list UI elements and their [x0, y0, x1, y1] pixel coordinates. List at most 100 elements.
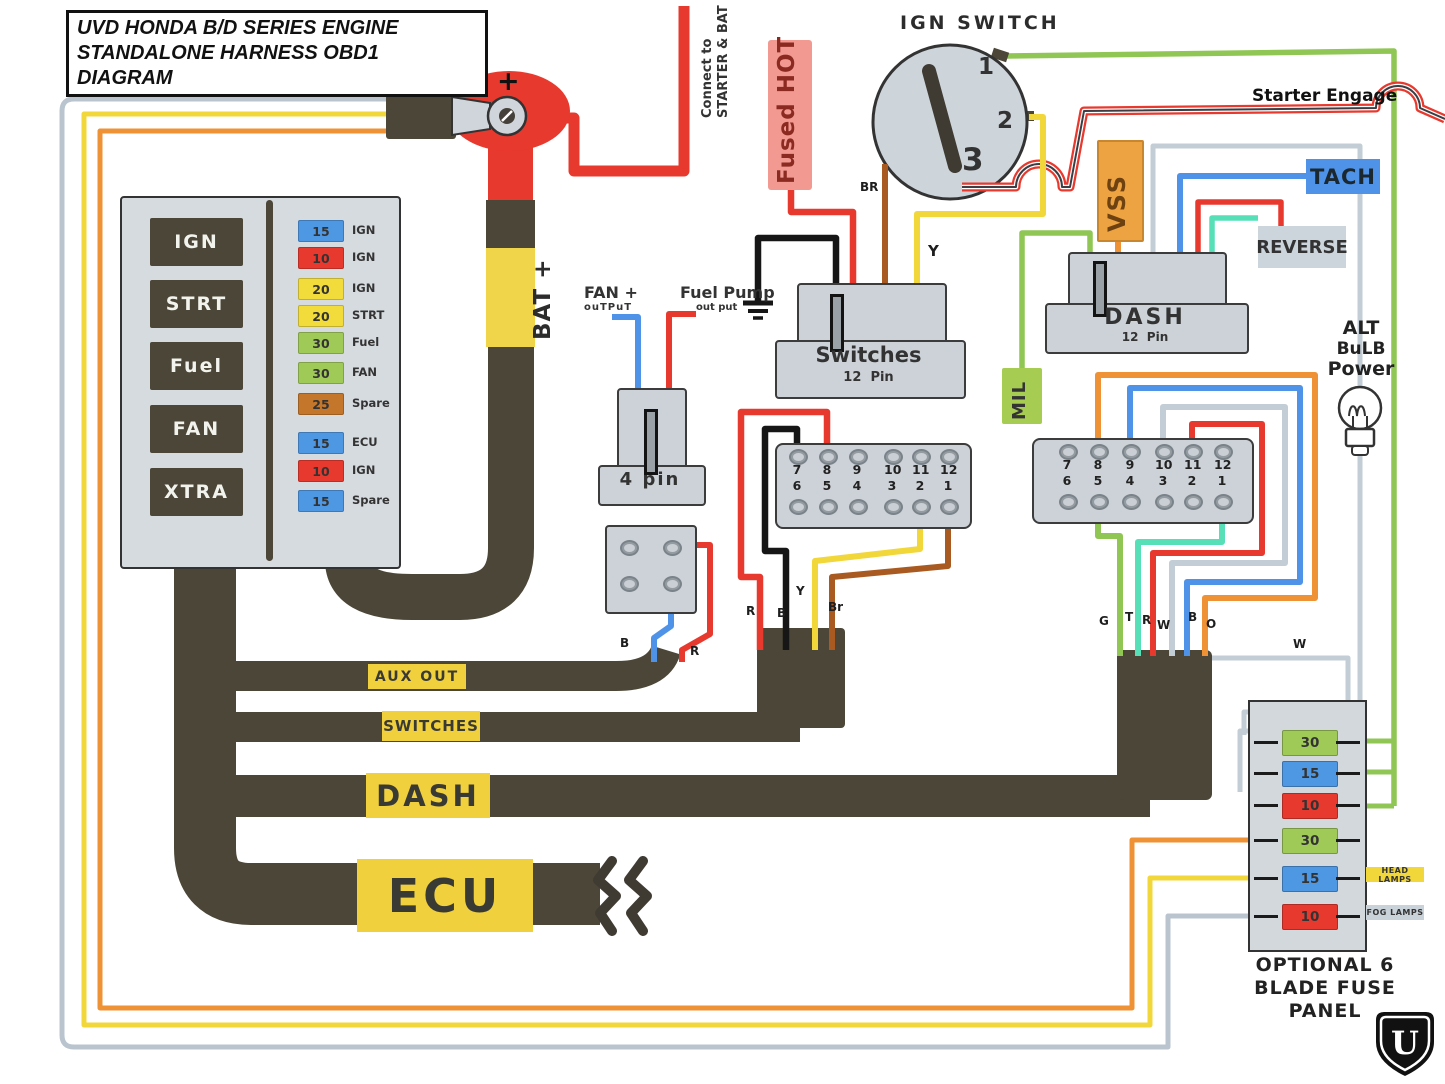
- dash-connector-base: [1045, 303, 1249, 354]
- wire-green-pin5: [1095, 505, 1123, 656]
- pin-number: 10: [1155, 457, 1173, 472]
- pin-number: 3: [1158, 473, 1168, 488]
- wire-tag-w: W: [1157, 618, 1171, 632]
- title-line-2: STANDALONE HARNESS OBD1 DIAGRAM: [77, 42, 379, 89]
- connector-hole: [849, 499, 868, 515]
- fuse-blade-left: [1254, 915, 1278, 918]
- wire-tach-blue: [1177, 173, 1306, 258]
- fusebox-fuse-amp: 30: [298, 362, 344, 384]
- frame-wire-yellow: [81, 111, 1254, 1028]
- wire-tag-w2: W: [1293, 637, 1307, 651]
- fusebox-fuse-label: ECU: [352, 435, 378, 449]
- relay-hole: [620, 576, 639, 592]
- switches-connector-slot: [830, 294, 844, 352]
- frame-wire-gray: [59, 96, 1254, 1050]
- vss-label: VSS: [1103, 173, 1131, 232]
- fan-line-1: FAN +: [584, 283, 638, 302]
- pin-number: 6: [792, 478, 802, 493]
- title-line-1: UVD HONDA B/D SERIES ENGINE: [77, 17, 399, 39]
- fuel-pump-output-label: Fuel Pump out put: [680, 283, 775, 313]
- panel-fuse-amp: 15: [1282, 761, 1338, 787]
- connector-hole: [1122, 444, 1141, 460]
- wire-fan-blue: [612, 314, 641, 392]
- ign-switch-label: IGN SWITCH: [900, 12, 1060, 34]
- trunk-label-dash: DASH: [366, 773, 490, 818]
- relay-hole: [663, 540, 682, 556]
- connector-hole: [1155, 444, 1174, 460]
- switches-connector-name: Switches: [815, 343, 922, 367]
- wire-arc-gray: [1160, 404, 1288, 656]
- battery-plus-sign: +: [497, 66, 520, 97]
- connector-hole: [789, 449, 808, 465]
- pin-number: 10: [884, 462, 902, 477]
- reverse-box: REVERSE: [1256, 226, 1348, 268]
- wire-relay-red: [672, 542, 713, 662]
- pin-number: 11: [912, 462, 930, 477]
- pin-number: 9: [852, 462, 862, 477]
- fusebox-fuse-amp: 25: [298, 393, 344, 415]
- alt-bulb-label: ALT BuLB Power: [1322, 317, 1400, 381]
- dash-connector-top: [1068, 252, 1227, 307]
- pin-number: 5: [822, 478, 832, 493]
- fuse-blade-left: [1254, 877, 1278, 880]
- fusebox-circuit-label: FAN: [150, 405, 243, 453]
- pump-line-2: out put: [696, 302, 738, 313]
- fusebox-fuse-label: IGN: [352, 250, 376, 264]
- trunk-vertical-ecu: [174, 556, 600, 925]
- pin-number: 11: [1184, 457, 1202, 472]
- uvd-logo-shield: U: [1376, 1012, 1434, 1076]
- trunk-switches-riser: [757, 628, 845, 728]
- fusebox-fuse-amp: 15: [298, 432, 344, 454]
- fuse-blade-right: [1336, 772, 1360, 775]
- pin-number: 12: [1214, 457, 1232, 472]
- mil-label: MIL: [1009, 380, 1030, 420]
- fusebox-circuit-label: Fuel: [150, 342, 243, 390]
- connector-hole: [819, 499, 838, 515]
- fusebox-fuse-amp: 10: [298, 247, 344, 269]
- wire-tag-o: O: [1206, 617, 1217, 631]
- pin-number: 5: [1093, 473, 1103, 488]
- fusebox-fuse-amp: 15: [298, 220, 344, 242]
- pin-number: 8: [822, 462, 832, 477]
- fusebox-fuse-amp: 15: [298, 490, 344, 512]
- connector-hole: [1090, 444, 1109, 460]
- dash-connector-name: DASH: [1104, 305, 1186, 330]
- trunk-label-ecu: ECU: [357, 859, 533, 932]
- fusebox-fuse-label: IGN: [352, 223, 376, 237]
- title-box: UVD HONDA B/D SERIES ENGINE STANDALONE H…: [66, 10, 488, 97]
- fusebox-fuse-amp: 20: [298, 305, 344, 327]
- caption-line-2: BLADE FUSE: [1254, 976, 1396, 999]
- wire-ground-black: [754, 234, 840, 301]
- fuse-blade-left: [1254, 772, 1278, 775]
- fuse-blade-right: [1336, 877, 1360, 880]
- pin-number: 7: [792, 462, 802, 477]
- wire-mid-brown: [829, 505, 951, 650]
- ign-pos-1: 1: [978, 54, 995, 80]
- fusebox-fuse-label: Spare: [352, 493, 390, 507]
- fuse-blade-left: [1254, 839, 1278, 842]
- caption-line-3: PANEL: [1288, 999, 1362, 1022]
- fusebox-fuse-label: IGN: [352, 281, 376, 295]
- bulb-icon: [1337, 385, 1383, 456]
- trunk-break-icon: [593, 856, 652, 936]
- connector-hole: [1184, 444, 1203, 460]
- fusebox-fuse-amp: 10: [298, 460, 344, 482]
- fusebox-fuse-label: Fuel: [352, 335, 380, 349]
- wire-tag-aux-b: B: [620, 636, 630, 650]
- connector-hole: [789, 499, 808, 515]
- switches-connector-top: [797, 283, 947, 344]
- wire-starter-engage: [962, 81, 1445, 192]
- starter-engage-label: Starter Engage: [1252, 86, 1398, 106]
- connector-hole: [912, 499, 931, 515]
- connector-hole: [849, 449, 868, 465]
- connector-hole: [884, 499, 903, 515]
- wire-mid-red: [737, 408, 831, 650]
- panel-fuse-amp: 15: [1282, 866, 1338, 892]
- fuse-blade-right: [1336, 804, 1360, 807]
- pin-number: 12: [940, 462, 958, 477]
- trunk-aux-out: [232, 644, 681, 691]
- connector-hole: [940, 499, 959, 515]
- relay-hole: [620, 540, 639, 556]
- wire-tag-sw-br: Br: [828, 600, 844, 614]
